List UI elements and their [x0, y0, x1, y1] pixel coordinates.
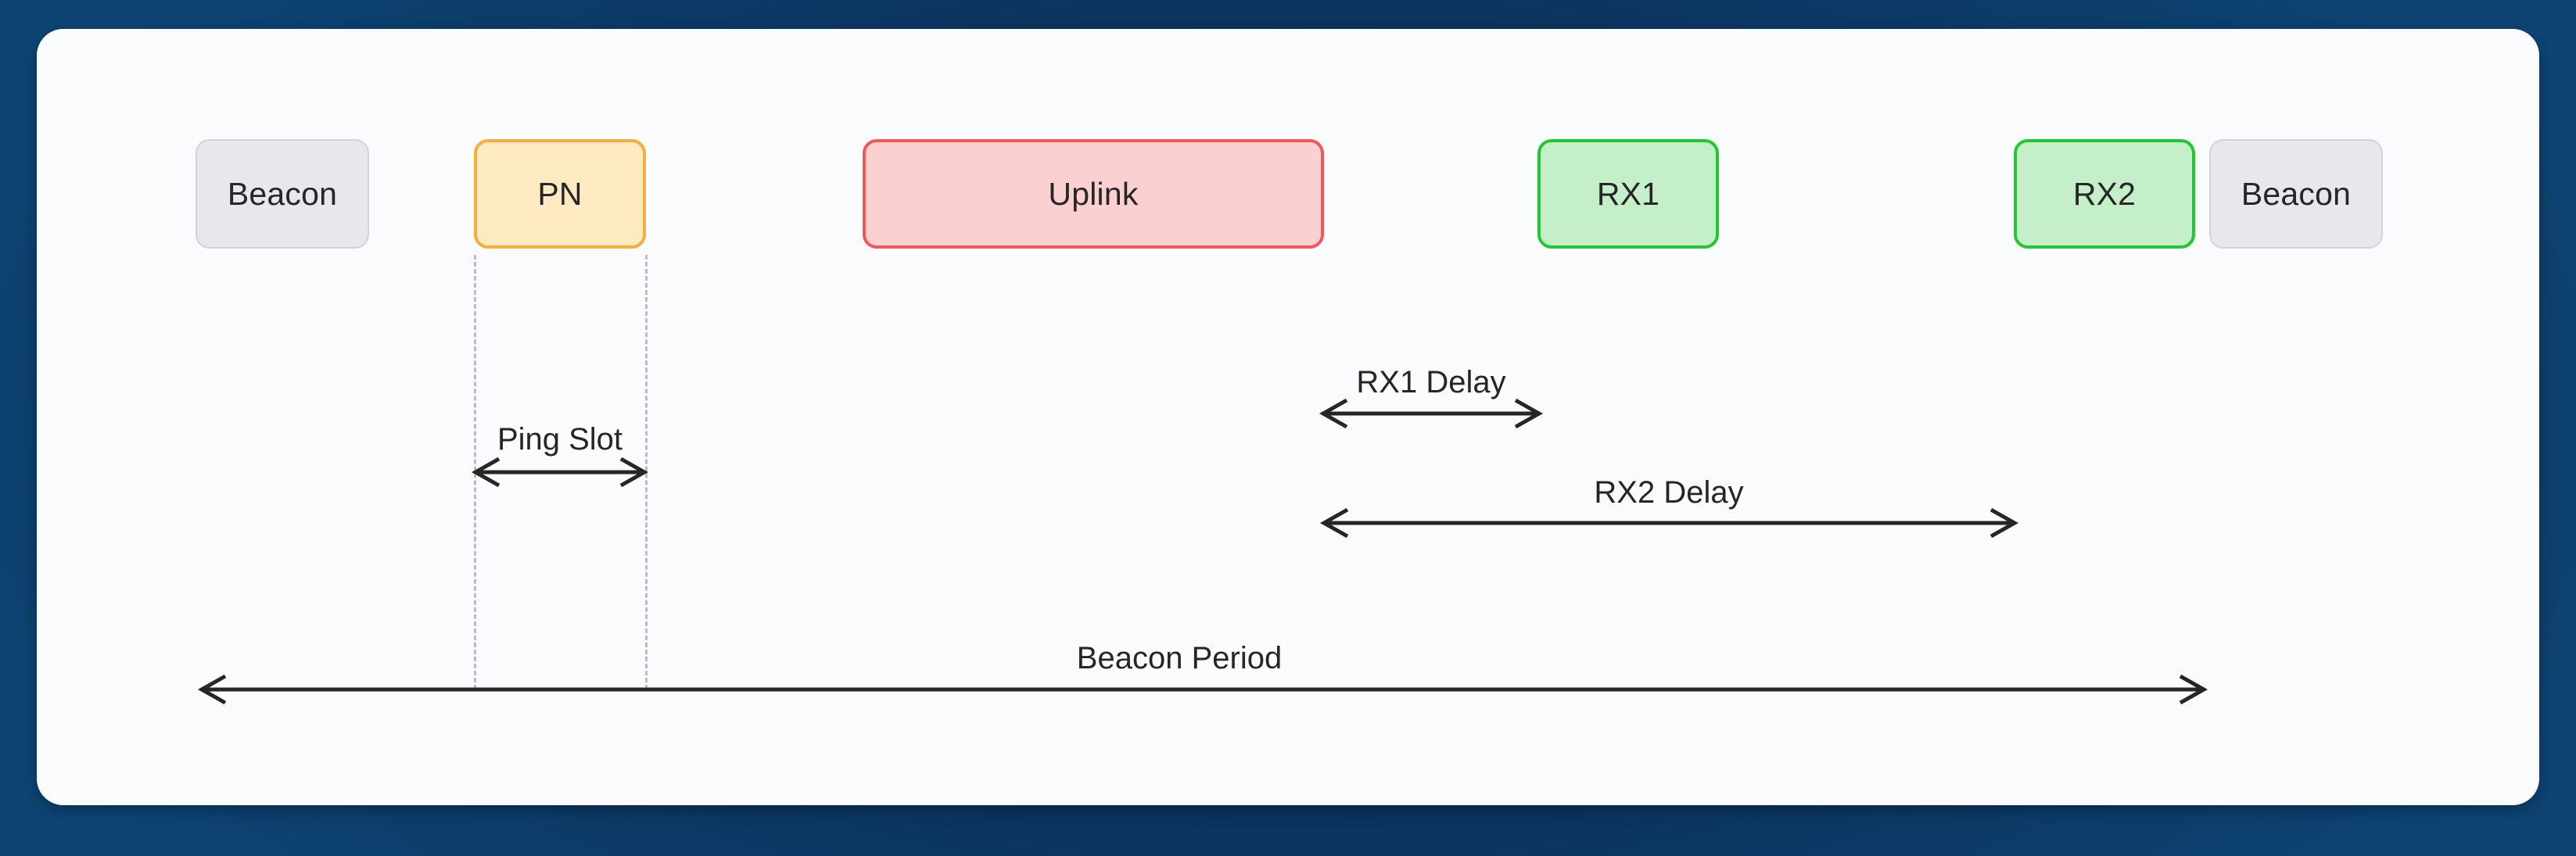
measure-arrow-rx2-delay	[1319, 504, 2019, 542]
measure-arrow-rx1-delay	[1318, 395, 1544, 432]
measure-arrow-ping-slot	[471, 453, 649, 491]
timeline-block-ping-slot-pn: PN	[474, 139, 646, 249]
measure-label-rx2-delay: RX2 Delay	[1594, 475, 1744, 510]
measure-label-rx1-delay: RX1 Delay	[1356, 365, 1506, 399]
measure-label-beacon-period: Beacon Period	[1076, 641, 1283, 675]
measure-label-ping-slot: Ping Slot	[497, 422, 623, 457]
timeline-block-rx2: RX2	[2014, 139, 2195, 249]
timeline-block-uplink: Uplink	[863, 139, 1324, 249]
measure-arrow-beacon-period	[197, 671, 2208, 708]
timeline-block-rx1: RX1	[1537, 139, 1719, 249]
timeline-block-beacon-end: Beacon	[2209, 139, 2383, 249]
timeline-block-beacon-start: Beacon	[196, 139, 369, 249]
